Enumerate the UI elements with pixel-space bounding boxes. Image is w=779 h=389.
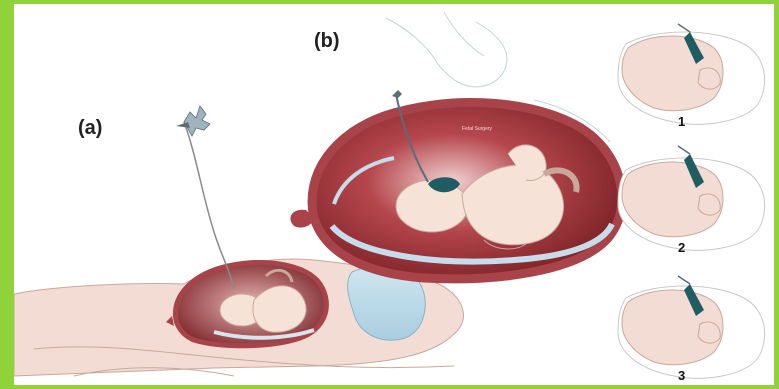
fetal-surgery-label: Fetal Surgery — [462, 126, 493, 132]
illustration-frame: Fetal Surgery — [14, 4, 774, 385]
step-panel-3 — [618, 276, 765, 378]
step-2-number: 2 — [678, 240, 685, 255]
step-3-number: 3 — [678, 368, 685, 383]
step-panel-2 — [618, 146, 765, 250]
panel-b-label: (b) — [314, 30, 340, 53]
panel-a-label: (a) — [78, 117, 102, 140]
step-panel-1 — [618, 24, 765, 124]
step-1-number: 1 — [678, 114, 685, 129]
fetal-surgery-illustration: Fetal Surgery — [14, 4, 774, 385]
uterus-small — [166, 263, 326, 346]
uterus-large — [290, 103, 621, 279]
fetoscope-cable-a — [176, 106, 234, 288]
